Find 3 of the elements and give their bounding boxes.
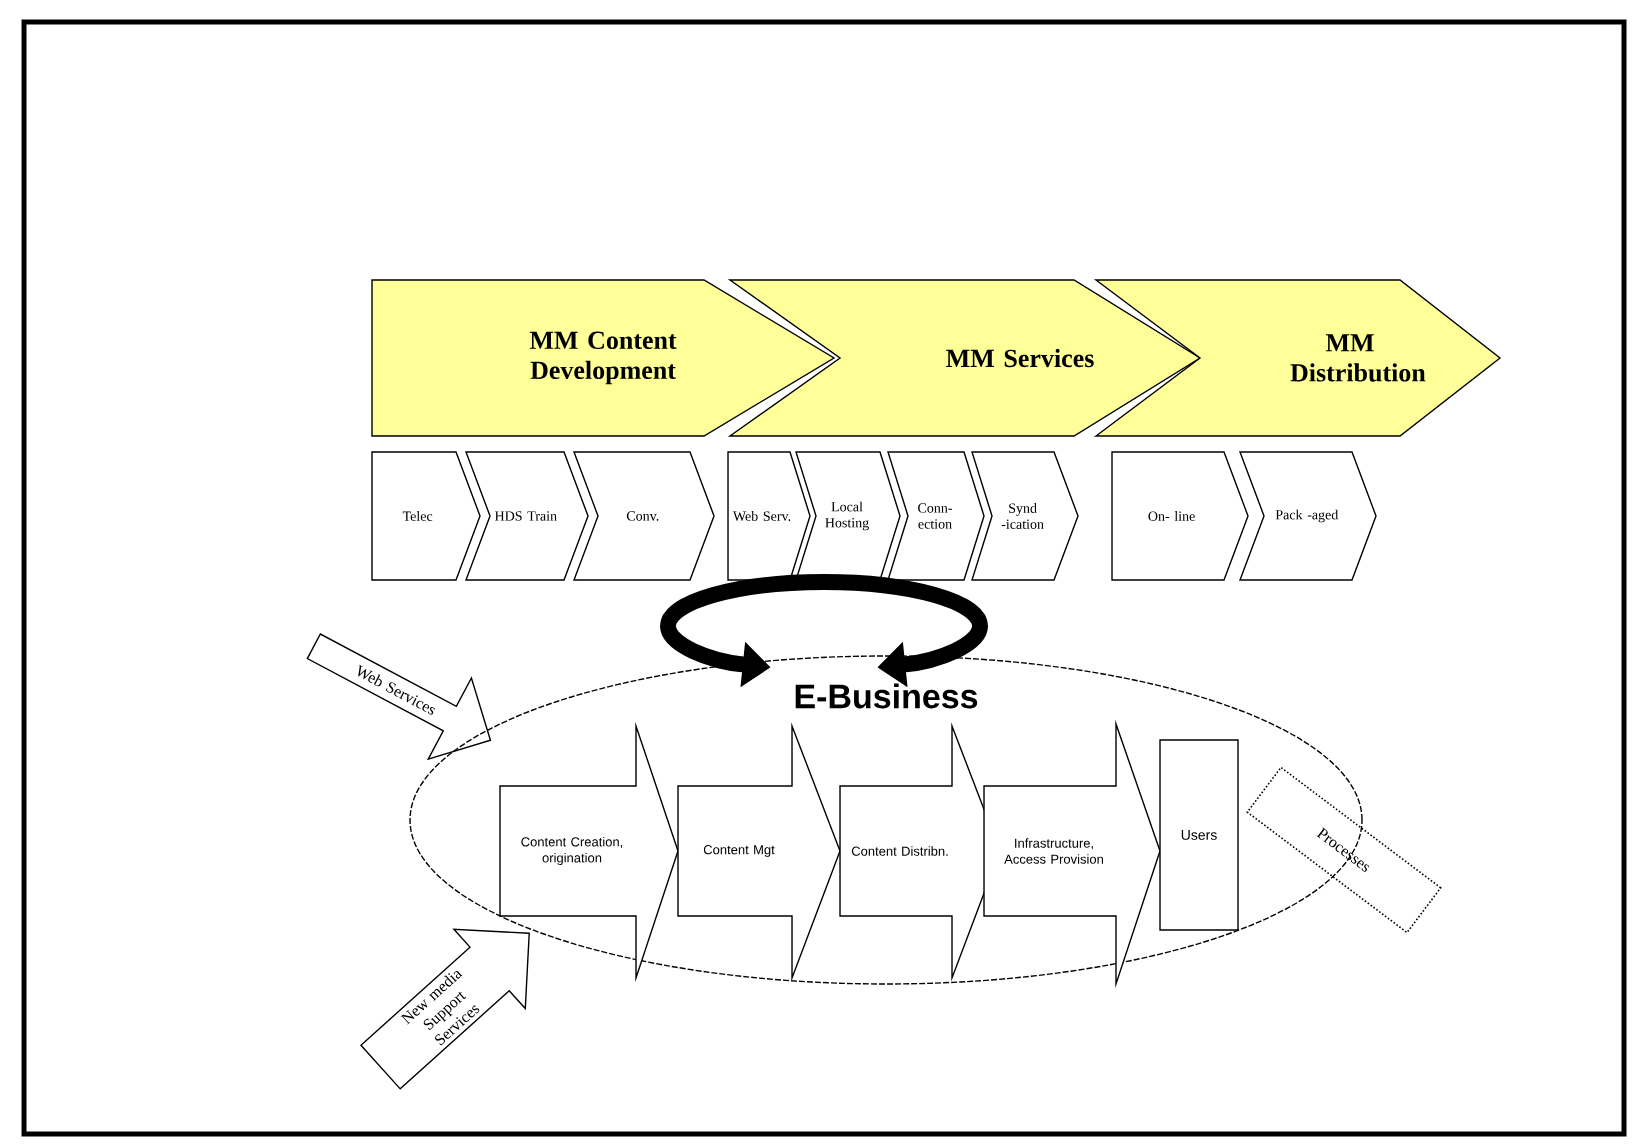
phase-banner: MM Services bbox=[727, 279, 1202, 437]
phase-banner: MM Distribution bbox=[1093, 279, 1502, 437]
phase-banner: MM Content Development bbox=[371, 279, 836, 437]
